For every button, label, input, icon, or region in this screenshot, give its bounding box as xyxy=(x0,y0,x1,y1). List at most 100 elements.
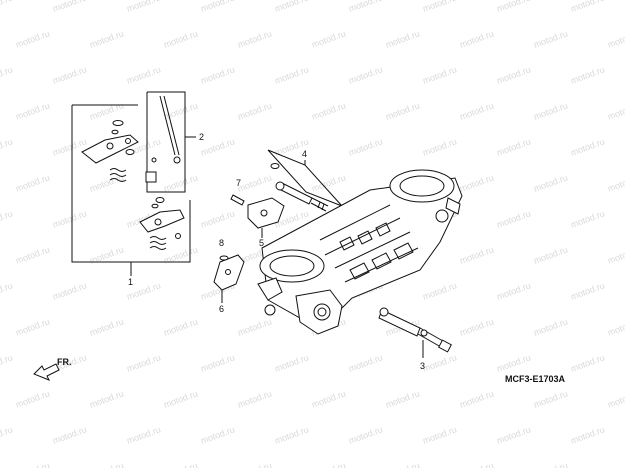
watermark-text: motod.ru xyxy=(0,280,14,302)
watermark-text: motod.ru xyxy=(51,208,88,230)
watermark-text: motod.ru xyxy=(199,136,236,158)
watermark-text: motod.ru xyxy=(495,0,532,14)
watermark-text: motod.ru xyxy=(421,352,458,374)
callout-8: 8 xyxy=(219,238,224,248)
watermark-text: motod.ru xyxy=(384,460,421,468)
callout-6: 6 xyxy=(219,304,224,314)
watermark-text: motod.ru xyxy=(273,352,310,374)
watermark-text: motod.ru xyxy=(236,172,273,194)
watermark-text: motod.ru xyxy=(236,316,273,338)
bolt-7 xyxy=(230,194,245,206)
watermark-text: motod.ru xyxy=(458,28,495,50)
watermark-text: motod.ru xyxy=(532,388,569,410)
watermark-text: motod.ru xyxy=(458,460,495,468)
watermark-text: motod.ru xyxy=(14,28,51,50)
watermark-text: motod.ru xyxy=(458,316,495,338)
watermark-text: motod.ru xyxy=(532,100,569,122)
watermark-text: motod.ru xyxy=(458,388,495,410)
watermark-text: motod.ru xyxy=(125,0,162,14)
watermark-text: motod.ru xyxy=(310,28,347,50)
watermark-text: motod.ru xyxy=(495,136,532,158)
watermark-text: motod.ru xyxy=(51,424,88,446)
watermark-text: motod.ru xyxy=(14,100,51,122)
watermark-text: motod.ru xyxy=(0,424,14,446)
watermark-text: motod.ru xyxy=(125,352,162,374)
callout-5: 5 xyxy=(259,238,264,248)
watermark-text: motod.ru xyxy=(0,64,14,86)
watermark-text: motod.ru xyxy=(199,208,236,230)
watermark-text: motod.ru xyxy=(569,208,606,230)
watermark-text: motod.ru xyxy=(14,460,51,468)
watermark-text: motod.ru xyxy=(199,352,236,374)
watermark-text: motod.ru xyxy=(125,64,162,86)
watermark-text: motod.ru xyxy=(347,424,384,446)
watermark-text: motod.ru xyxy=(0,352,14,374)
watermark-text: motod.ru xyxy=(273,64,310,86)
watermark-text: motod.ru xyxy=(162,244,199,266)
watermark-text: motod.ru xyxy=(273,424,310,446)
watermark-text: motod.ru xyxy=(199,424,236,446)
watermark-text: motod.ru xyxy=(606,28,625,50)
watermark-text: motod.ru xyxy=(236,388,273,410)
lower-link-plate xyxy=(139,209,185,233)
watermark-text: motod.ru xyxy=(88,460,125,468)
watermark-text: motod.ru xyxy=(347,136,384,158)
stay-assembly xyxy=(213,254,245,303)
watermark-text: motod.ru xyxy=(569,0,606,14)
watermark-text: motod.ru xyxy=(310,100,347,122)
watermark-text: motod.ru xyxy=(532,172,569,194)
watermark-text: motod.ru xyxy=(569,64,606,86)
diagram-code: MCF3-E1703A xyxy=(505,374,566,384)
watermark-text: motod.ru xyxy=(14,388,51,410)
watermark-text: motod.ru xyxy=(569,136,606,158)
throttle-body xyxy=(257,169,463,335)
watermark-text: motod.ru xyxy=(162,388,199,410)
watermark-text: motod.ru xyxy=(0,0,14,14)
watermark-text: motod.ru xyxy=(421,280,458,302)
watermark-text: motod.ru xyxy=(162,460,199,468)
watermark-text: motod.ru xyxy=(421,424,458,446)
spring-lower xyxy=(149,236,167,250)
watermark-text: motod.ru xyxy=(606,460,625,468)
collar xyxy=(145,171,157,183)
link-assembly xyxy=(71,91,196,276)
watermark-text: motod.ru xyxy=(532,244,569,266)
watermark-text: motod.ru xyxy=(421,0,458,14)
watermark-text: motod.ru xyxy=(606,316,625,338)
watermark-text: motod.ru xyxy=(347,352,384,374)
watermark-text: motod.ru xyxy=(51,64,88,86)
watermark-text: motod.ru xyxy=(88,388,125,410)
watermark-text: motod.ru xyxy=(88,316,125,338)
watermark-text: motod.ru xyxy=(532,316,569,338)
front-arrow-icon xyxy=(33,363,60,381)
watermark-text: motod.ru xyxy=(606,244,625,266)
watermark-text: motod.ru xyxy=(14,316,51,338)
sensor-assembly xyxy=(378,307,452,358)
rod xyxy=(159,95,180,156)
watermark-text: motod.ru xyxy=(14,244,51,266)
watermark-text: motod.ru xyxy=(199,0,236,14)
sensor-body xyxy=(378,309,421,337)
callout-4: 4 xyxy=(302,149,307,159)
watermark-text: motod.ru xyxy=(606,100,625,122)
watermark-text: motod.ru xyxy=(0,208,14,230)
watermark-text: motod.ru xyxy=(310,460,347,468)
callout-7: 7 xyxy=(236,178,241,188)
watermark-text: motod.ru xyxy=(495,424,532,446)
front-arrow: FR. xyxy=(33,357,72,381)
callout-2: 2 xyxy=(199,132,204,142)
watermark-text: motod.ru xyxy=(236,28,273,50)
watermark-text: motod.ru xyxy=(51,280,88,302)
watermark-text: motod.ru xyxy=(421,136,458,158)
watermark-text: motod.ru xyxy=(51,136,88,158)
watermark-text: motod.ru xyxy=(569,352,606,374)
watermark-text: motod.ru xyxy=(162,28,199,50)
watermark-text: motod.ru xyxy=(88,100,125,122)
watermark-text: motod.ru xyxy=(0,136,14,158)
watermark-text: motod.ru xyxy=(458,100,495,122)
watermark-text: motod.ru xyxy=(51,0,88,14)
watermark-text: motod.ru xyxy=(569,280,606,302)
watermark-text: motod.ru xyxy=(384,100,421,122)
watermark-text: motod.ru xyxy=(236,100,273,122)
